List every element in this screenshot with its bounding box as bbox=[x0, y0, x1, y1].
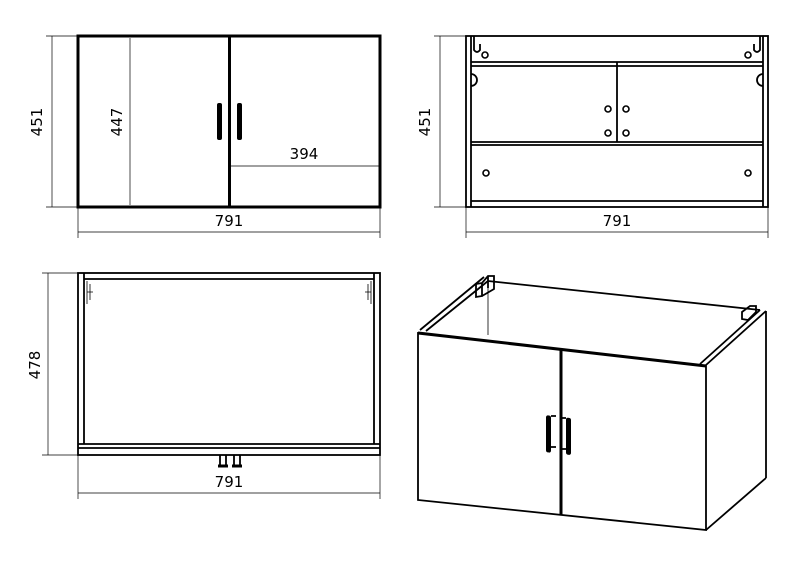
hole bbox=[481, 51, 489, 59]
back-outline bbox=[465, 35, 769, 208]
hole bbox=[604, 105, 612, 113]
back-view: 451 791 bbox=[416, 35, 769, 238]
hole bbox=[744, 51, 752, 59]
top-width-label: 791 bbox=[215, 473, 244, 491]
hole bbox=[744, 169, 752, 177]
right-hanger-bracket bbox=[365, 281, 372, 304]
hole bbox=[622, 105, 630, 113]
isometric-view bbox=[417, 275, 767, 531]
right-hanger-bracket bbox=[741, 305, 757, 321]
back-width-label: 791 bbox=[603, 212, 632, 230]
left-side-cutout bbox=[470, 73, 478, 87]
iso-left-handle bbox=[546, 415, 551, 453]
top-outline bbox=[77, 272, 381, 456]
top-view: 478 791 bbox=[26, 272, 381, 499]
top-depth-label: 478 bbox=[26, 351, 44, 380]
left-door-handle bbox=[217, 103, 222, 140]
door-height-label: 447 bbox=[108, 108, 126, 137]
hole bbox=[604, 129, 612, 137]
hole bbox=[622, 129, 630, 137]
front-width-label: 791 bbox=[215, 212, 244, 230]
hole bbox=[482, 169, 490, 177]
front-view: 451 447 394 791 bbox=[28, 34, 382, 238]
right-hanger-bracket bbox=[753, 36, 761, 53]
back-height-label: 451 bbox=[416, 108, 434, 137]
iso-right-handle bbox=[566, 417, 571, 455]
door-width-label: 394 bbox=[290, 145, 319, 163]
left-hanger-bracket bbox=[86, 281, 93, 304]
right-side-cutout bbox=[756, 73, 764, 87]
right-door-handle bbox=[237, 103, 242, 140]
front-height-label: 451 bbox=[28, 108, 46, 137]
handle-stems bbox=[219, 455, 241, 466]
left-hanger-bracket bbox=[475, 275, 495, 299]
iso-handle-stems bbox=[551, 415, 566, 450]
left-hanger-bracket bbox=[473, 36, 481, 53]
